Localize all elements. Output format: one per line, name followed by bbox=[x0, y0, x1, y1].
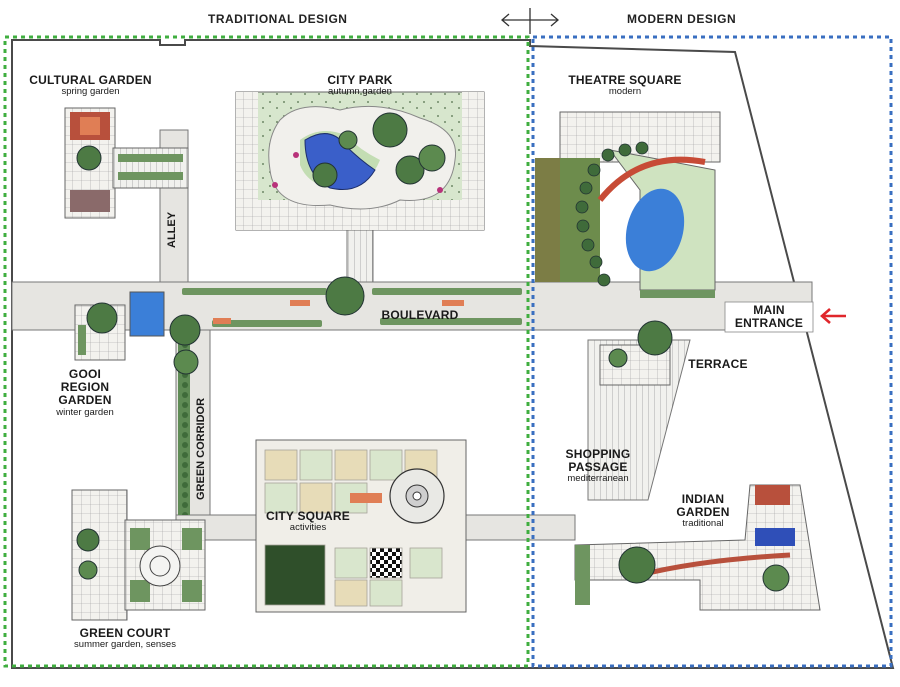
shopping-passage-line2: PASSAGE bbox=[568, 460, 628, 475]
green-corridor-trees bbox=[169, 314, 201, 515]
shopping-passage-subtitle: mediterranean bbox=[567, 473, 629, 485]
city-park-title: CITY PARK bbox=[327, 73, 393, 87]
gooi-line2: REGION bbox=[60, 380, 110, 395]
indian-garden-subtitle: traditional bbox=[682, 518, 724, 530]
gooi-line3: GARDEN bbox=[58, 393, 112, 408]
theatre-square-title: THEATRE SQUARE bbox=[568, 73, 682, 87]
boulevard-planters bbox=[129, 288, 522, 337]
header-traditional-design: TRADITIONAL DESIGN bbox=[208, 12, 348, 26]
main-entrance-line1: MAIN bbox=[753, 303, 785, 317]
label-terrace: TERRACE bbox=[678, 357, 758, 371]
header-modern-design: MODERN DESIGN bbox=[627, 12, 737, 26]
theatre-square-plan bbox=[535, 111, 721, 298]
boulevard-title: BOULEVARD bbox=[381, 308, 459, 322]
green-court-subtitle: summer garden, senses bbox=[74, 639, 176, 651]
cultural-garden-title: CULTURAL GARDEN bbox=[29, 73, 152, 87]
terrace-title: TERRACE bbox=[688, 357, 748, 371]
city-square-subtitle: activities bbox=[289, 522, 327, 534]
gooi-subtitle: winter garden bbox=[56, 406, 114, 418]
label-boulevard: BOULEVARD bbox=[375, 308, 465, 322]
indian-garden-line2: GARDEN bbox=[676, 505, 730, 520]
double-arrow-icon bbox=[501, 8, 559, 34]
city-park-plan bbox=[235, 91, 485, 316]
city-park-subtitle: autumn garden bbox=[328, 86, 392, 98]
label-theatre-square: THEATRE SQUARE modern bbox=[560, 73, 690, 98]
cultural-garden-subtitle: spring garden bbox=[61, 86, 120, 98]
main-entrance-line2: ENTRANCE bbox=[734, 316, 804, 331]
indian-garden-plan bbox=[574, 484, 821, 611]
theatre-square-subtitle: modern bbox=[608, 86, 642, 98]
cultural-garden-plan bbox=[64, 107, 189, 219]
green-court-title: GREEN COURT bbox=[79, 626, 171, 640]
city-square-title: CITY SQUARE bbox=[266, 509, 350, 523]
shopping-passage-line1: SHOPPING bbox=[565, 447, 631, 461]
label-green-court: GREEN COURT summer garden, senses bbox=[40, 626, 210, 651]
main-entrance-box bbox=[724, 301, 814, 333]
indian-garden-line1: INDIAN bbox=[681, 492, 725, 506]
terrace-plan bbox=[599, 320, 673, 386]
label-city-square: CITY SQUARE activities bbox=[258, 509, 358, 534]
label-gooi-region-garden: GOOI REGION GARDEN winter garden bbox=[35, 367, 135, 418]
label-green-corridor: GREEN CORRIDOR bbox=[195, 397, 207, 500]
label-main-entrance: MAIN ENTRANCE bbox=[725, 303, 813, 331]
label-indian-garden: INDIAN GARDEN traditional bbox=[658, 492, 748, 530]
gooi-line1: GOOI bbox=[68, 367, 102, 381]
label-cultural-garden: CULTURAL GARDEN spring garden bbox=[18, 73, 163, 98]
label-shopping-passage: SHOPPING PASSAGE mediterranean bbox=[548, 447, 648, 485]
city-square-plan bbox=[255, 439, 467, 613]
building-outline bbox=[11, 39, 895, 669]
modern-zone-border bbox=[531, 35, 893, 668]
label-alley: ALLEY bbox=[166, 211, 178, 248]
green-court-plan bbox=[71, 489, 206, 621]
label-city-park: CITY PARK autumn garden bbox=[300, 73, 420, 98]
arrow-left-icon bbox=[820, 308, 846, 324]
gooi-garden-plan bbox=[74, 302, 126, 361]
